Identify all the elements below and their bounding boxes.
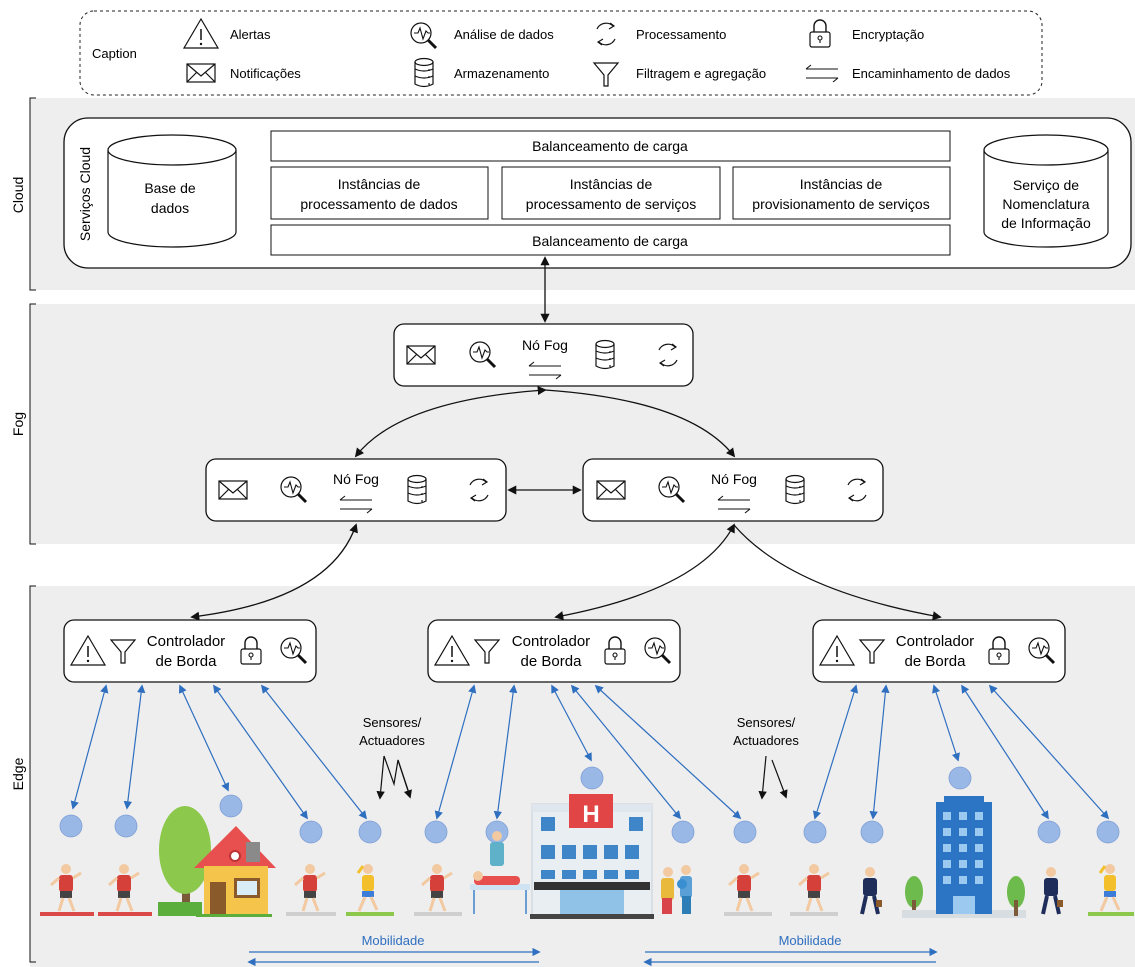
naming-service-line3: de Informação <box>1001 215 1091 231</box>
cloud-services-label: Serviços Cloud <box>77 147 93 241</box>
controller-label-line1: Controlador <box>147 633 225 650</box>
caption-label-analise: Análise de dados <box>454 27 554 42</box>
instances-provisioning-line1: Instâncias de <box>800 176 883 192</box>
patient-bed-icon <box>470 831 530 914</box>
hospital-icon: H <box>530 794 654 919</box>
instances-services-line2: processamento de serviços <box>526 196 696 212</box>
sensors-label-line1: Sensores/ <box>363 715 422 730</box>
cloud-services-panel: Serviços Cloud Base de dados Serviço de … <box>63 117 1132 269</box>
caption-label-encryptacao: Encryptação <box>852 27 924 42</box>
controller-label-line1: Controlador <box>896 633 974 650</box>
mobility-left: Mobilidade <box>247 933 541 967</box>
naming-service-line2: Nomenclatura <box>1002 196 1089 212</box>
database-cylinder: Base de dados <box>107 134 237 248</box>
caption-title: Caption <box>92 46 137 61</box>
layer-label-edge: Edge <box>10 757 26 790</box>
fog-node-label: Nó Fog <box>333 471 379 487</box>
caption-label-notificacoes: Notificações <box>230 66 301 81</box>
controller-label-line1: Controlador <box>512 633 590 650</box>
sensors-label-line1: Sensores/ <box>737 715 796 730</box>
edge-controller-middle: Controlador de Borda <box>427 619 681 683</box>
notification-icon <box>186 63 216 83</box>
sensors-label-line2: Actuadores <box>359 733 425 748</box>
notification-icon <box>406 345 436 365</box>
database-label-line1: Base de <box>144 180 196 196</box>
fog-node-right: Nó Fog <box>582 458 884 522</box>
edge-controller-right: Controlador de Borda <box>812 619 1066 683</box>
mobility-label: Mobilidade <box>779 933 842 948</box>
caption-label-filtragem: Filtragem e agregação <box>636 66 766 81</box>
caption-legend: Caption Alertas Notificações Análise de … <box>79 10 1043 96</box>
fog-node-label: Nó Fog <box>522 337 568 353</box>
edge-scene-illustrations: H <box>40 794 1134 919</box>
sensor-links <box>70 684 1110 820</box>
fog-node-left: Nó Fog <box>205 458 507 522</box>
instances-provisioning-line2: provisionamento de serviços <box>752 196 929 212</box>
sensors-label-line2: Actuadores <box>733 733 799 748</box>
controller-label-line2: de Borda <box>905 653 967 670</box>
instances-services-line1: Instâncias de <box>570 176 653 192</box>
mobility-label: Mobilidade <box>362 933 425 948</box>
mobility-right: Mobilidade <box>643 933 938 967</box>
edge-controller-left: Controlador de Borda <box>63 619 317 683</box>
controller-label-line2: de Borda <box>521 653 583 670</box>
layer-label-cloud: Cloud <box>10 177 26 214</box>
caption-label-encaminhamento: Encaminhamento de dados <box>852 66 1011 81</box>
fog-node-label: Nó Fog <box>711 471 757 487</box>
caption-label-armazenamento: Armazenamento <box>454 66 549 81</box>
notification-icon <box>596 480 626 500</box>
svg-text:H: H <box>582 801 599 828</box>
house-icon <box>158 806 276 917</box>
office-building-icon <box>902 796 1026 918</box>
naming-service-line1: Serviço de <box>1013 177 1079 193</box>
elderly-couple-icon <box>661 865 692 914</box>
controller-label-line2: de Borda <box>156 653 218 670</box>
load-balancer-bottom: Balanceamento de carga <box>532 233 688 249</box>
caption-label-processamento: Processamento <box>636 27 726 42</box>
instances-data-line2: processamento de dados <box>300 196 457 212</box>
caption-label-alertas: Alertas <box>230 27 271 42</box>
naming-service-cylinder: Serviço de Nomenclatura de Informação <box>983 134 1109 248</box>
database-label-line2: dados <box>151 200 189 216</box>
notification-icon <box>218 480 248 500</box>
fog-node-top: Nó Fog <box>393 323 694 387</box>
instances-data-line1: Instâncias de <box>338 176 421 192</box>
load-balancer-top: Balanceamento de carga <box>532 138 688 154</box>
layer-label-fog: Fog <box>10 412 26 436</box>
